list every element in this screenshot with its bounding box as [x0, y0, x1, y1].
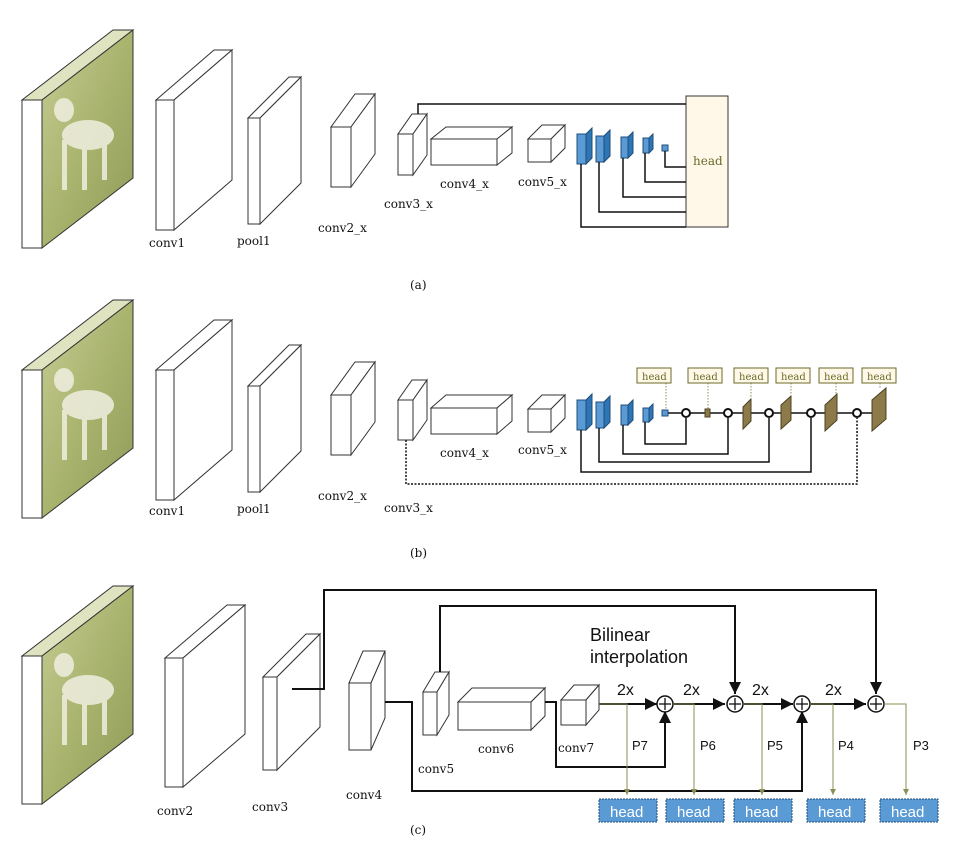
head-label-b-3: head — [739, 372, 764, 383]
conv3-block-b — [397, 378, 428, 442]
conv2-block-a — [330, 92, 376, 189]
label-conv4-b: conv4_x — [440, 446, 489, 460]
label-conv6-c: conv6 — [478, 742, 514, 756]
input-image-c — [20, 584, 135, 806]
pyramid-label-p6: P6 — [700, 738, 716, 753]
label-conv1-b: conv1 — [149, 504, 185, 518]
conv1-block-b — [154, 318, 234, 502]
conv5-block-c — [422, 670, 450, 737]
label-conv2-a: conv2_x — [318, 221, 367, 235]
connectors-a — [417, 103, 686, 228]
label-conv5-a: conv5_x — [518, 175, 567, 189]
head-label-b-6: head — [867, 372, 892, 383]
conv3-block-c — [261, 632, 322, 772]
pyramid-label-p7: P7 — [632, 738, 648, 753]
label-conv4-c: conv4 — [346, 788, 382, 802]
head-label-b-2: head — [693, 372, 718, 383]
head-label-c-5: head — [891, 804, 924, 821]
head-box-a — [685, 95, 729, 228]
panel-a: head conv1 pool1 conv2_x conv3_x conv4_x… — [20, 28, 729, 292]
conv2-block-b — [330, 360, 376, 457]
label-conv3-b: conv3_x — [384, 501, 433, 515]
dog-figure-icon — [54, 653, 114, 745]
pool1-block-b — [246, 343, 303, 494]
upsample-label-4: 2x — [825, 682, 842, 699]
head-boxes-b — [636, 367, 897, 384]
pyramid-label-p3: P3 — [913, 738, 929, 753]
caption-a: (a) — [410, 278, 427, 292]
input-image-a — [20, 28, 135, 250]
upsample-label-1: 2x — [617, 682, 634, 699]
panel-c: head head head head head Bilinear interp… — [20, 584, 939, 837]
connectors-b — [405, 412, 880, 485]
label-conv3-a: conv3_x — [384, 197, 433, 211]
fpn-blocks-b — [576, 392, 669, 432]
fpn-blocks-a — [576, 126, 669, 166]
conv4-block-b — [429, 393, 514, 436]
conv4-block-a — [429, 125, 514, 167]
panel-b: head head head head head head conv1 pool… — [20, 298, 897, 560]
dog-figure-icon — [54, 98, 114, 190]
head-label-c-2: head — [677, 804, 710, 821]
dog-figure-icon — [54, 368, 114, 460]
label-conv5-b: conv5_x — [518, 443, 567, 457]
conv5-block-b — [526, 393, 567, 434]
head-label-b-5: head — [824, 372, 849, 383]
conv6-block-c — [456, 686, 547, 732]
label-conv2-b: conv2_x — [318, 489, 367, 503]
merge-circles-b — [681, 408, 862, 418]
conv4-block-c — [348, 650, 386, 751]
label-conv7-c: conv7 — [558, 741, 594, 755]
label-conv1-a: conv1 — [149, 236, 185, 250]
connectors-c — [292, 589, 882, 792]
bilinear-label-line2: interpolation — [590, 647, 688, 667]
head-boxes-c — [598, 798, 939, 823]
head-label-b-4: head — [781, 372, 806, 383]
head-label-b-1: head — [642, 372, 667, 383]
head-label-c-4: head — [818, 804, 851, 821]
pyramid-label-p4: P4 — [838, 738, 854, 753]
head-drop-lines-c — [599, 703, 909, 795]
brown-blocks-b — [704, 386, 887, 433]
plus-signs-c — [659, 698, 882, 710]
label-conv3-c: conv3 — [252, 800, 288, 814]
input-image-b — [20, 298, 135, 520]
head-label-a: head — [693, 154, 723, 168]
bilinear-label-line1: Bilinear — [590, 625, 650, 645]
conv1-block-a — [154, 48, 234, 232]
caption-b: (b) — [410, 546, 427, 560]
upsample-label-3: 2x — [752, 682, 769, 699]
head-label-c-1: head — [610, 804, 643, 821]
head-connectors-b — [665, 383, 881, 409]
label-conv4-a: conv4_x — [440, 177, 489, 191]
label-pool1-a: pool1 — [237, 234, 271, 248]
conv3-block-a — [397, 112, 428, 177]
label-conv2-c: conv2 — [157, 804, 193, 818]
conv2-block-c — [163, 603, 247, 789]
caption-c: (c) — [410, 823, 426, 837]
upsample-label-2: 2x — [683, 682, 700, 699]
label-conv5-c: conv5 — [418, 762, 454, 776]
conv5-block-a — [526, 123, 567, 164]
conv7-block-c — [559, 683, 601, 727]
head-label-c-3: head — [745, 804, 778, 821]
label-pool1-b: pool1 — [237, 502, 271, 516]
pyramid-label-p5: P5 — [767, 738, 783, 753]
pool1-block-a — [246, 75, 303, 226]
